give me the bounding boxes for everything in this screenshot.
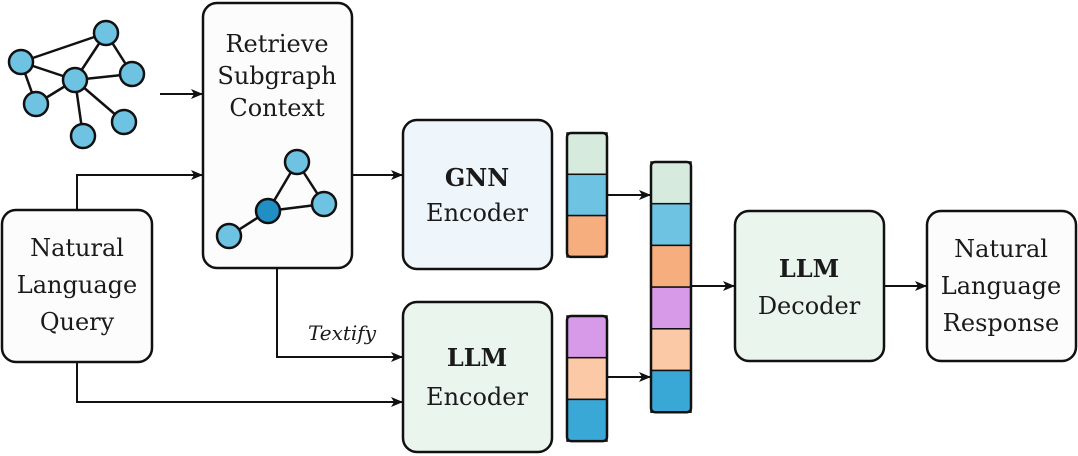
embedding-cell: [650, 244, 692, 288]
textify-label: Textify: [308, 321, 377, 345]
arrow-retrieve-to-llm-encoder: [276, 268, 403, 362]
query-block: Natural Language Query: [0, 208, 154, 364]
query-line-3: Query: [40, 308, 115, 336]
embedding-cell: [566, 132, 608, 176]
llm-decoder-block: LLM Decoder: [733, 209, 886, 363]
llm-encoder-label: Encoder: [426, 383, 528, 411]
embedding-frame: [565, 314, 609, 443]
gnn-embedding-vector: [565, 131, 609, 259]
retrieve-subgraph-block: Retrieve Subgraph Context: [201, 1, 354, 270]
combined-embedding-vector: [649, 160, 693, 414]
llm-encoder-block: LLM Encoder: [401, 300, 554, 454]
gnn-encoder-label: Encoder: [426, 199, 528, 227]
response-line-2: Language: [941, 272, 1061, 300]
embedding-cell: [566, 315, 608, 359]
embedding-cell: [566, 173, 608, 217]
arrow-query-to-llm-encoder: [76, 362, 403, 407]
llm-encoder-title: LLM: [447, 343, 507, 372]
embedding-cell: [650, 369, 692, 413]
retrieve-line-2: Subgraph: [217, 62, 336, 90]
connections: [76, 89, 927, 407]
embedding-cell: [650, 328, 692, 372]
response-line-1: Natural: [954, 235, 1048, 263]
knowledge-graph-icon: [7, 19, 146, 150]
subgraph-icon: [215, 148, 338, 250]
embedding-cell: [650, 161, 692, 205]
embedding-cell: [566, 356, 608, 401]
llm-embedding-vector: [565, 314, 609, 443]
response-line-3: Response: [943, 309, 1059, 337]
embedding-cell: [566, 214, 608, 258]
arrow-query-to-retrieve: [76, 170, 203, 210]
query-line-1: Natural: [30, 234, 124, 262]
embedding-cell: [566, 398, 608, 442]
llm-decoder-label: Decoder: [758, 292, 861, 320]
embedding-frame: [649, 160, 693, 414]
llm-decoder-title: LLM: [779, 254, 839, 283]
embedding-cell: [650, 202, 692, 247]
retrieve-line-3: Context: [229, 94, 325, 122]
embedding-frame: [565, 131, 609, 259]
retrieve-line-1: Retrieve: [225, 30, 328, 58]
embedding-cell: [650, 286, 692, 330]
gnn-encoder-block: GNN Encoder: [401, 118, 554, 271]
response-block: Natural Language Response: [925, 209, 1078, 363]
query-line-2: Language: [17, 271, 137, 299]
gnn-encoder-title: GNN: [445, 163, 509, 192]
